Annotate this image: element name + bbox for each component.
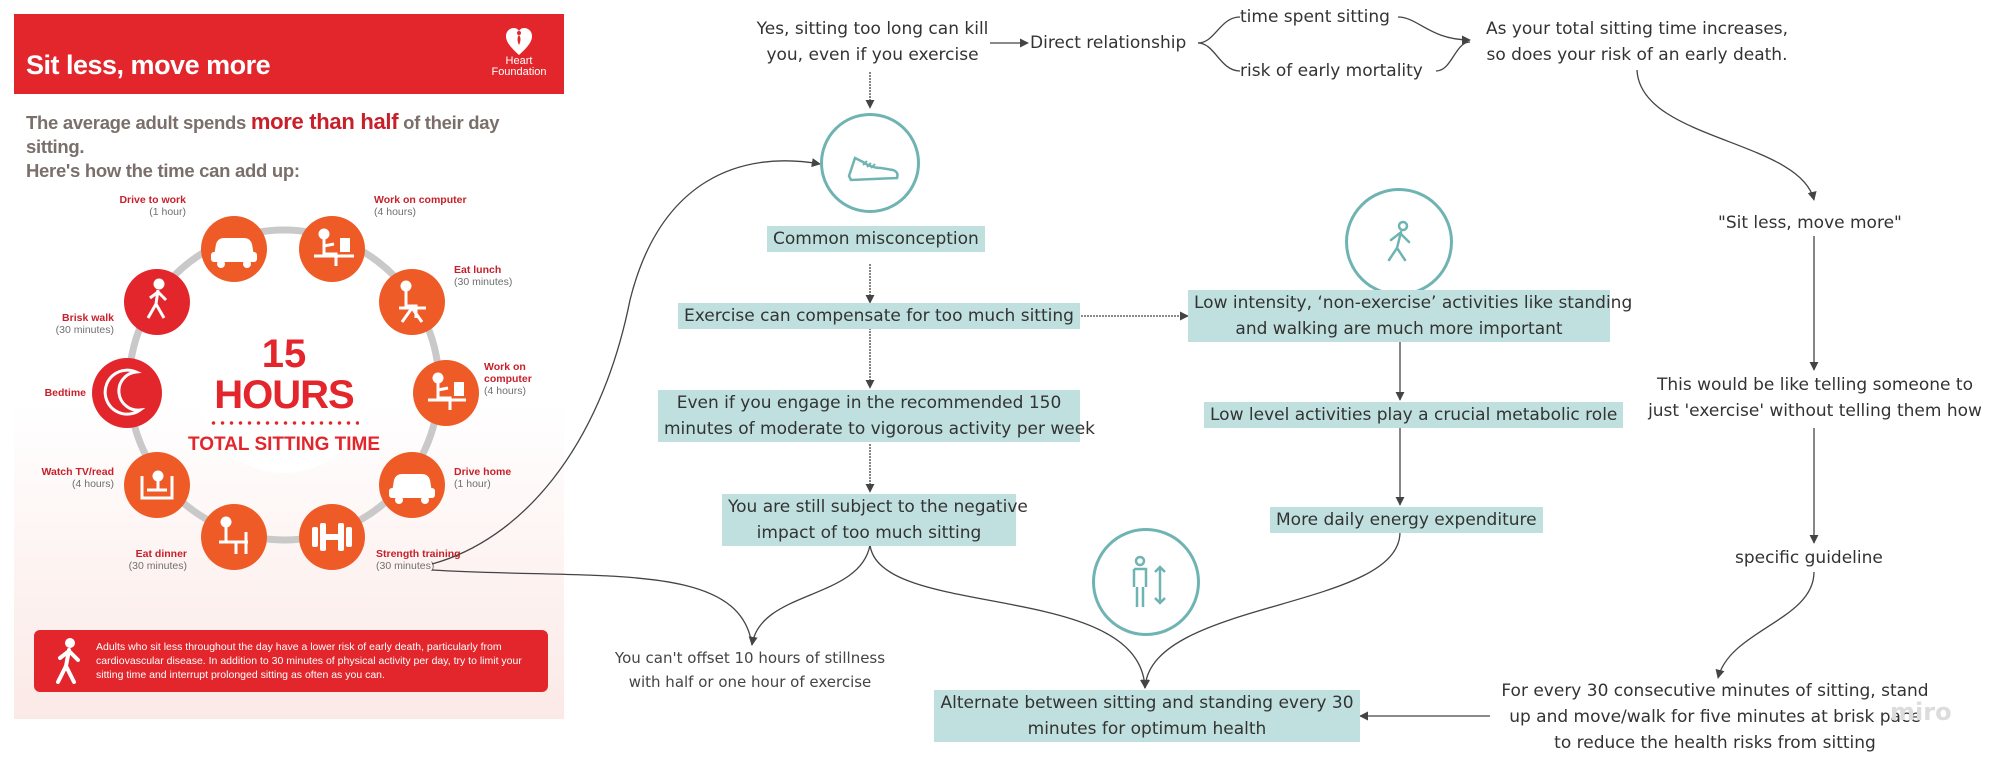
ring-center-disc (196, 297, 372, 473)
label-eat-dinner: Eat dinner(30 minutes) (128, 548, 187, 572)
node-risk-early-mortality[interactable]: risk of early mortality (1240, 61, 1423, 81)
label-work-on-computer-2: Work on computer(4 hours) (484, 361, 532, 397)
node-daily-energy[interactable]: More daily energy expenditure (1270, 507, 1543, 533)
infographic-footer-banner: Adults who sit less throughout the day h… (34, 630, 548, 692)
armchair-icon (140, 470, 174, 500)
desk-computer-icon (428, 372, 466, 410)
intro-line-2: Here's how the time can add up: (26, 160, 300, 181)
label-watch-tv-read: Watch TV/read(4 hours) (41, 466, 114, 490)
node-recommended-150[interactable]: Even if you engage in the recommended 15… (658, 390, 1095, 442)
activity-work-on-computer-1 (299, 216, 365, 282)
infographic-header: Sit less, move more Heart Foundation (14, 14, 564, 94)
node-low-level-metabolic[interactable]: Low level activities play a crucial meta… (1204, 402, 1624, 428)
total-hours-number: 15 (261, 332, 307, 376)
walking-person-icon (1387, 220, 1411, 262)
dotted-divider (209, 420, 359, 426)
activity-bedtime (92, 358, 162, 428)
logo-text-heart: Heart (505, 55, 533, 67)
node-every-30-minutes[interactable]: For every 30 consecutive minutes of sitt… (1501, 681, 1929, 753)
heart-logo-icon (506, 28, 532, 55)
node-direct-relationship[interactable]: Direct relationship (1030, 33, 1187, 53)
total-sitting-center: 15 HOURS TOTAL SITTING TIME (179, 334, 389, 456)
intro-highlight: more than half (250, 109, 399, 134)
label-drive-home: Drive home(1 hour) (454, 466, 512, 490)
stand-up-icon (1132, 555, 1166, 607)
node-low-intensity[interactable]: Low intensity, ‘non-exercise’ activities… (1188, 290, 1632, 342)
activity-drive-home (379, 452, 445, 518)
eating-icon (219, 516, 248, 554)
activity-eat-lunch (379, 269, 445, 335)
node-alternate-sitting-standing[interactable]: Alternate between sitting and standing e… (934, 690, 1360, 742)
total-hours-unit: HOURS (214, 373, 354, 417)
moon-icon (103, 368, 146, 416)
miro-watermark: miro (1890, 698, 1952, 726)
activity-work-on-computer-2 (413, 360, 479, 426)
sneaker-icon (847, 156, 899, 182)
heart-foundation-infographic: Sit less, move more Heart Foundation The… (14, 14, 564, 719)
car-icon (389, 474, 435, 504)
activity-strength-training (299, 504, 365, 570)
activity-brisk-walk (124, 269, 190, 335)
footer-banner-text: Adults who sit less throughout the day h… (96, 641, 522, 681)
infographic-intro: The average adult spends more than half … (26, 110, 556, 183)
label-strength-training: Strength training(30 minutes) (376, 548, 461, 572)
node-exercise-compensate[interactable]: Exercise can compensate for too much sit… (678, 303, 1080, 329)
node-common-misconception[interactable]: Common misconception (767, 226, 985, 252)
eating-icon (399, 280, 426, 323)
node-sit-less-slogan[interactable]: "Sit less, move more" (1718, 213, 1902, 233)
activity-watch-tv-read (124, 452, 190, 518)
logo-text-foundation: Foundation (491, 66, 547, 78)
desk-computer-icon (314, 228, 354, 266)
label-eat-lunch: Eat lunch(30 minutes) (454, 264, 513, 288)
activity-eat-dinner (201, 504, 267, 570)
label-brisk-walk: Brisk walk(30 minutes) (55, 312, 114, 336)
infographic-title: Sit less, move more (26, 50, 271, 80)
walking-icon-circle (1345, 188, 1453, 296)
label-work-on-computer-1: Work on computer(4 hours) (374, 194, 467, 218)
node-time-spent-sitting[interactable]: time spent sitting (1240, 7, 1390, 27)
node-specific-guideline[interactable]: specific guideline (1735, 548, 1883, 568)
intro-suffix: of their day sitting. (26, 112, 500, 157)
shoe-icon-circle (820, 113, 920, 213)
walking-icon (146, 278, 168, 319)
car-icon (211, 238, 257, 268)
activity-drive-to-work (201, 216, 267, 282)
heart-foundation-logo: Heart Foundation (484, 26, 554, 88)
total-sitting-label: TOTAL SITTING TIME (187, 434, 381, 455)
node-total-sitting-increases[interactable]: As your total sitting time increases,so … (1485, 19, 1789, 65)
walking-person-icon (56, 638, 80, 684)
label-drive-to-work: Drive to work(1 hour) (119, 194, 186, 218)
sitting-time-ring: Drive to work(1 hour) Work on computer(4… (14, 194, 564, 624)
intro-prefix: The average adult spends (26, 112, 251, 133)
dumbbell-icon (312, 523, 352, 551)
standing-icon-circle (1092, 528, 1200, 636)
label-bedtime: Bedtime (44, 387, 86, 399)
